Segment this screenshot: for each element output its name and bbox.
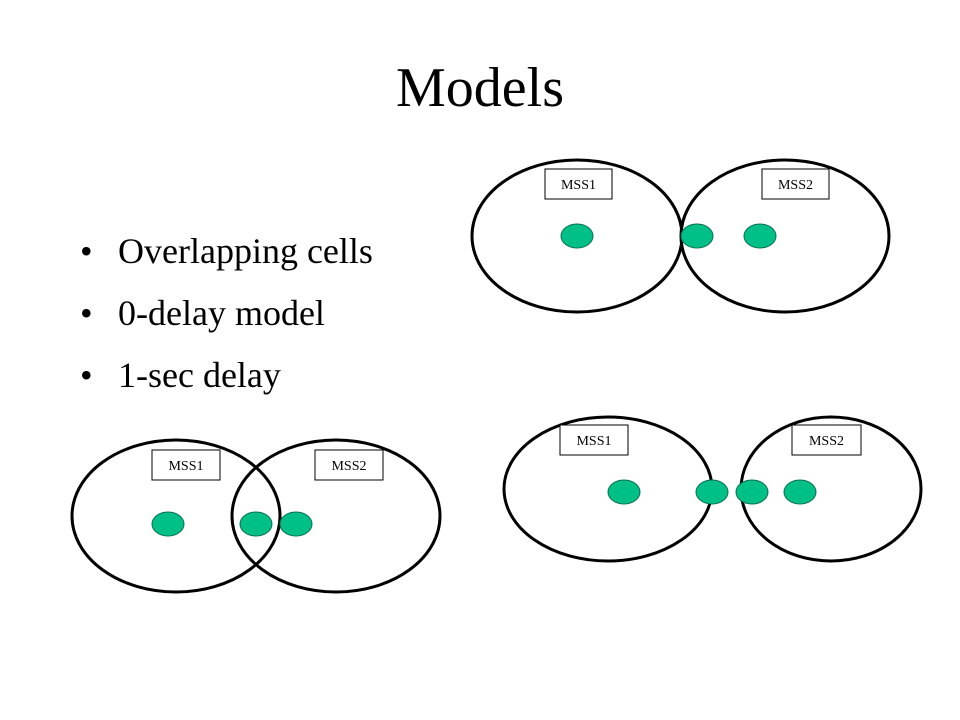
mobile-host-node bbox=[607, 479, 641, 505]
mobile-host-node bbox=[743, 223, 777, 249]
bullet-icon: • bbox=[80, 231, 93, 271]
mss1-label-box bbox=[559, 424, 629, 456]
bullet-text: Overlapping cells bbox=[118, 231, 373, 271]
bullet-text: 1-sec delay bbox=[118, 355, 281, 395]
mobile-host-node bbox=[783, 479, 817, 505]
diagram-adjacent: MSS1 MSS2 bbox=[470, 158, 891, 314]
bullet-text: 0-delay model bbox=[118, 293, 325, 333]
mss2-label: MSS2 bbox=[809, 434, 844, 449]
cell-right bbox=[230, 438, 442, 594]
mobile-host-node bbox=[279, 511, 313, 537]
diagram-separated: MSS1 MSS2 bbox=[502, 415, 923, 563]
mss1-label: MSS1 bbox=[168, 459, 203, 474]
mss2-label-box bbox=[761, 168, 830, 200]
mobile-host-node bbox=[680, 223, 714, 249]
mss2-label: MSS2 bbox=[778, 178, 813, 193]
mss2-label-box bbox=[314, 449, 384, 481]
bullet-icon: • bbox=[80, 293, 93, 333]
bullet-item: • 1-sec delay bbox=[80, 344, 373, 406]
mss1-label-box bbox=[151, 449, 221, 481]
mss1-label: MSS1 bbox=[576, 434, 611, 449]
bullet-list: • Overlapping cells • 0-delay model • 1-sec… bbox=[80, 220, 373, 406]
mobile-host-node bbox=[735, 479, 769, 505]
mss1-label: MSS1 bbox=[561, 178, 596, 193]
mss1-label-box bbox=[544, 168, 613, 200]
bullet-item: • Overlapping cells bbox=[80, 220, 373, 282]
cell-left bbox=[70, 438, 282, 594]
mobile-host-node bbox=[695, 479, 729, 505]
bullet-item: • 0-delay model bbox=[80, 282, 373, 344]
mobile-host-node bbox=[151, 511, 185, 537]
slide-title: Models bbox=[396, 57, 564, 119]
mss2-label: MSS2 bbox=[331, 459, 366, 474]
bullet-icon: • bbox=[80, 355, 93, 395]
mobile-host-node bbox=[560, 223, 594, 249]
diagram-overlapping: MSS1 MSS2 bbox=[70, 438, 442, 594]
mss2-label-box bbox=[791, 424, 862, 456]
mobile-host-node bbox=[239, 511, 273, 537]
